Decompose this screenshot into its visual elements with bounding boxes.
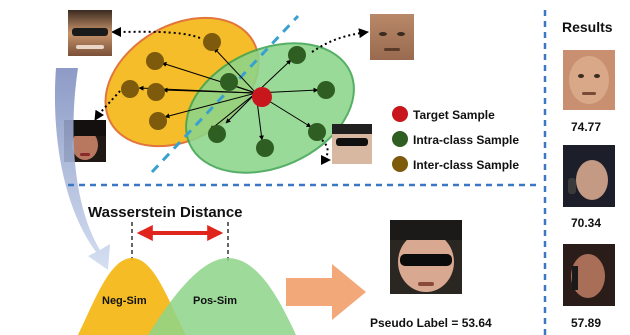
legend-inter-dot: [392, 156, 408, 172]
legend-target-dot: [392, 106, 408, 122]
face-thumbnail-right: [332, 124, 372, 164]
neg-sim-label: Neg-Sim: [102, 295, 147, 307]
flow-curve-arrow: [54, 68, 110, 270]
result-score-2: 70.34: [571, 216, 601, 230]
pos-sim-label: Pos-Sim: [193, 295, 237, 307]
target-sample: [252, 87, 272, 107]
legend: Target Sample Intra-class Sample Inter-c…: [392, 106, 519, 172]
legend-inter-label: Inter-class Sample: [413, 158, 519, 172]
pseudo-label-face: [390, 220, 462, 294]
result-score-1: 74.77: [571, 120, 601, 134]
distance-title: Wasserstein Distance: [88, 204, 243, 221]
pseudo-label-text: Pseudo Label = 53.64: [370, 316, 492, 330]
inter-class-samples: [121, 33, 221, 130]
similarity-distributions: Neg-Sim Pos-Sim: [78, 258, 296, 335]
face-thumbnail-top-left: [68, 10, 112, 56]
neg-sim-curve: [78, 258, 186, 335]
class-separator-line: [150, 14, 300, 174]
result-face-2: [563, 145, 615, 207]
intra-class-samples: [208, 46, 335, 157]
pos-sim-curve: [148, 258, 296, 335]
to-pseudo-label-arrow: [286, 264, 366, 320]
legend-target-label: Target Sample: [413, 108, 495, 122]
thumbnail-leaders: [94, 26, 369, 165]
cluster-graph: [94, 14, 369, 174]
results-title: Results: [562, 19, 613, 35]
distance-markers: [131, 222, 229, 262]
result-face-3: [563, 244, 615, 306]
face-thumbnail-top-right: [370, 14, 414, 60]
legend-intra-dot: [392, 131, 408, 147]
result-face-1: [563, 50, 615, 110]
legend-intra-label: Intra-class Sample: [413, 133, 519, 147]
result-score-3: 57.89: [571, 316, 601, 330]
